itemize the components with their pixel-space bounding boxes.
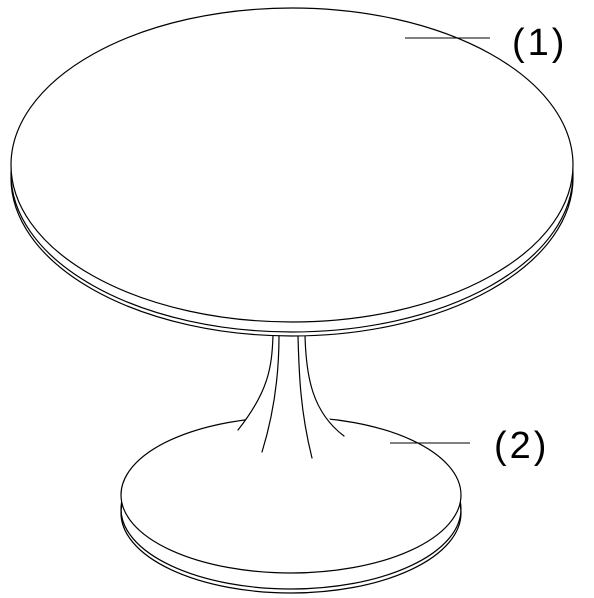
pedestal-fill [238,335,345,436]
tabletop-top-surface [10,7,574,323]
table-pedestal [237,334,345,459]
pedestal-right-outer [304,334,345,437]
base-top-surface [120,416,462,574]
pedestal-left-outer [237,334,274,431]
table-base [120,416,462,594]
pedestal-right-inner [297,335,313,459]
callout-1-label: (1) [512,22,567,64]
callout-2-label: (2) [494,425,549,467]
table-top [10,7,574,337]
pedestal-left-inner [261,335,280,453]
